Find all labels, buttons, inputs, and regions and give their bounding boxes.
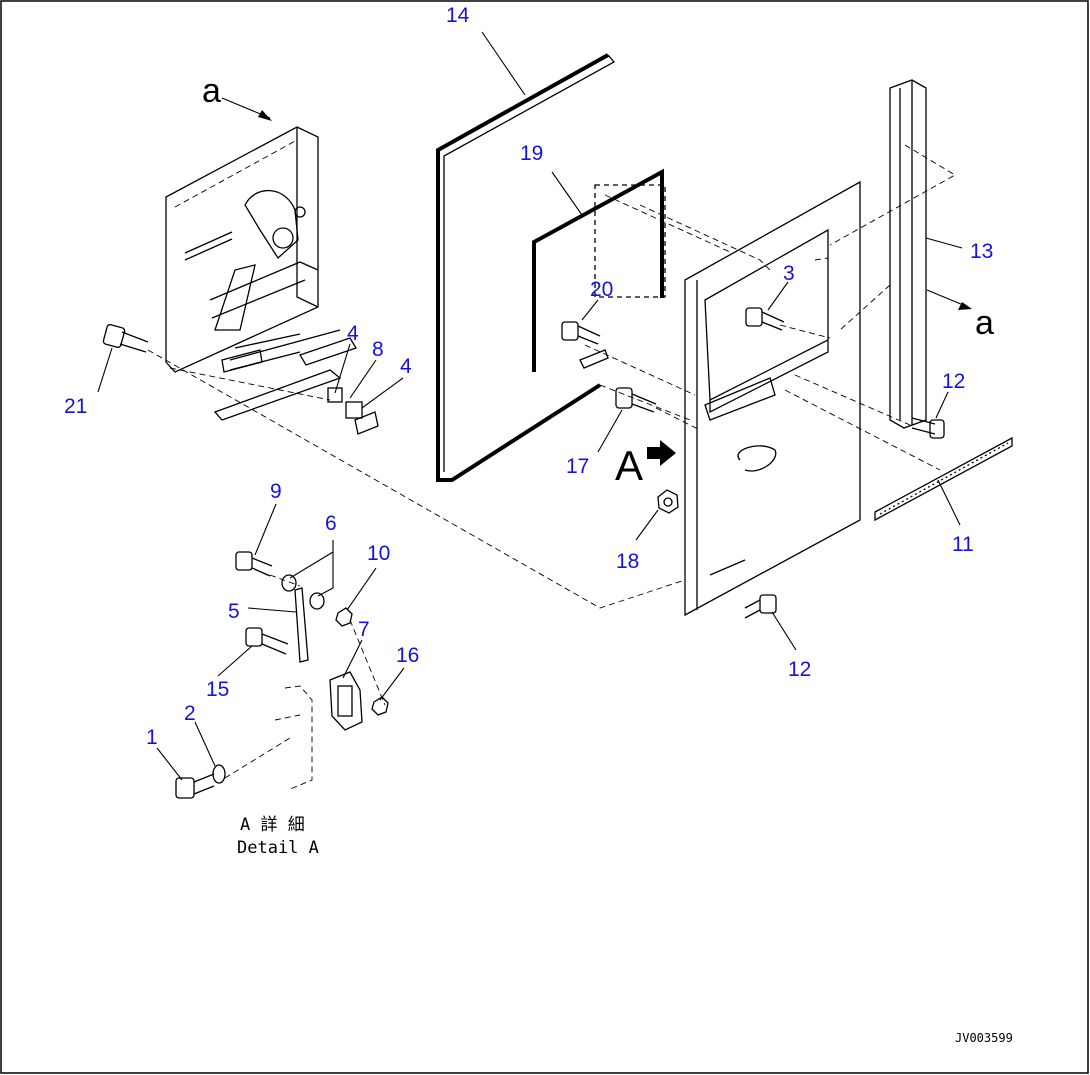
callout-19: 19 bbox=[520, 142, 543, 165]
right-door-panel bbox=[684, 180, 861, 617]
bolt-17 bbox=[615, 387, 657, 413]
callout-11: 11 bbox=[952, 533, 974, 556]
callout-14: 14 bbox=[446, 4, 470, 27]
bolt-20 bbox=[561, 321, 609, 369]
detail-label-en: Detail A bbox=[237, 838, 319, 858]
view-arrow-a-left bbox=[221, 97, 272, 121]
assembly-lines bbox=[147, 144, 956, 779]
leader-lines bbox=[97, 31, 963, 781]
seal-19 bbox=[532, 168, 666, 372]
seal-frame-14 bbox=[436, 53, 616, 482]
bolt-21 bbox=[102, 324, 149, 353]
view-marker-A: A bbox=[615, 442, 643, 489]
callout-17: 17 bbox=[566, 455, 589, 478]
callout-16: 16 bbox=[396, 644, 419, 667]
rail-13 bbox=[889, 79, 927, 429]
callout-15: 15 bbox=[206, 678, 229, 701]
nut-18 bbox=[657, 489, 679, 514]
callout-12a: 12 bbox=[942, 370, 965, 393]
view-marker-a-right: a bbox=[975, 304, 994, 342]
view-arrow-a-right bbox=[926, 289, 972, 310]
callout-20: 20 bbox=[590, 278, 613, 301]
callout-4a: 4 bbox=[347, 322, 359, 345]
left-panel-assembly bbox=[165, 126, 379, 435]
callout-1: 1 bbox=[146, 726, 158, 749]
view-arrow-A bbox=[647, 440, 676, 466]
callout-7: 7 bbox=[358, 618, 370, 641]
callout-13: 13 bbox=[970, 240, 993, 263]
callout-18: 18 bbox=[616, 550, 639, 573]
view-marker-a-left: a bbox=[202, 72, 221, 110]
drawing-code: JV003599 bbox=[955, 1031, 1013, 1045]
bolt-12-bottom bbox=[744, 594, 777, 619]
callout-3: 3 bbox=[783, 262, 795, 285]
detail-A-assembly bbox=[175, 551, 389, 799]
callout-5: 5 bbox=[228, 600, 240, 623]
callout-10: 10 bbox=[367, 542, 390, 565]
callout-21: 21 bbox=[64, 395, 87, 418]
callout-6: 6 bbox=[325, 512, 337, 535]
callout-12b: 12 bbox=[788, 658, 811, 681]
detail-label-jp: A 詳 細 bbox=[240, 815, 305, 835]
bolt-12-top bbox=[911, 417, 945, 439]
callout-2: 2 bbox=[184, 702, 196, 725]
callout-4b: 4 bbox=[400, 355, 412, 378]
strip-11 bbox=[874, 436, 1013, 522]
callout-9: 9 bbox=[270, 480, 282, 503]
callout-8: 8 bbox=[372, 338, 384, 361]
bolt-3 bbox=[745, 307, 785, 331]
